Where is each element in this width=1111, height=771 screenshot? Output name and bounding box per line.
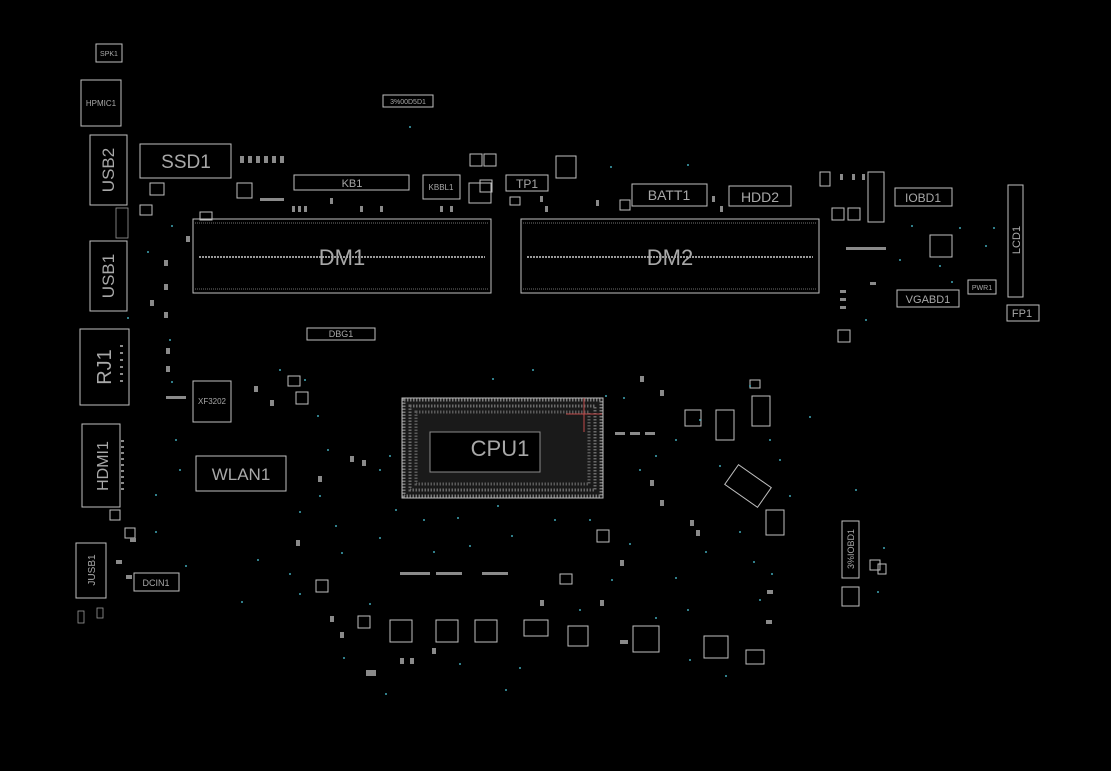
cpu1-processor[interactable]: CPU1 xyxy=(401,397,604,499)
xf3202-label: XF3202 xyxy=(198,397,227,406)
iobd1-alt-connector[interactable]: 3%IOBD1 xyxy=(841,520,860,607)
top-connector-label: 3%00D5D1 xyxy=(390,99,426,106)
dm2-memory-slot[interactable]: DM2 xyxy=(520,218,820,294)
usb2-connector[interactable]: USB2 xyxy=(89,134,129,239)
dm1-memory-slot[interactable]: DM1 xyxy=(192,218,492,294)
dm1-label: DM1 xyxy=(319,245,365,270)
batt1-connector[interactable]: BATT1 xyxy=(631,183,708,207)
ssd1-label: SSD1 xyxy=(161,152,211,173)
dbg1-label: DBG1 xyxy=(329,329,354,339)
usb2-label: USB2 xyxy=(99,148,118,192)
jusb1-connector[interactable]: JUSB1 xyxy=(75,542,107,624)
usb1-connector[interactable]: USB1 xyxy=(89,240,128,312)
hpmic1-label: HPMIC1 xyxy=(86,99,117,108)
dm2-label: DM2 xyxy=(647,245,693,270)
spk1-connector[interactable]: SPK1 xyxy=(95,43,123,63)
iobd1-connector[interactable]: IOBD1 xyxy=(894,187,953,207)
vgabd1-label: VGABD1 xyxy=(906,294,951,306)
hdmi1-connector[interactable]: HDMI1 xyxy=(81,423,124,508)
cpu1-label: CPU1 xyxy=(471,436,530,461)
iobd1-label: IOBD1 xyxy=(905,191,941,205)
rj1-connector[interactable]: RJ1 xyxy=(79,328,130,406)
dcin1-connector[interactable]: DCIN1 xyxy=(133,572,180,592)
pwr1-button[interactable]: PWR1 xyxy=(967,279,997,295)
usb1-label: USB1 xyxy=(99,254,118,298)
lcd1-connector[interactable]: LCD1 xyxy=(1007,184,1024,298)
iobd1-alt-label: 3%IOBD1 xyxy=(846,529,856,569)
vias xyxy=(127,126,995,695)
jusb1-label: JUSB1 xyxy=(87,554,98,586)
tp1-connector[interactable]: TP1 xyxy=(505,174,549,192)
hdd2-label: HDD2 xyxy=(741,189,779,205)
xf3202-chip[interactable]: XF3202 xyxy=(192,380,232,423)
dcin1-label: DCIN1 xyxy=(142,578,169,588)
vgabd1-connector[interactable]: VGABD1 xyxy=(896,289,960,308)
kb1-label: KB1 xyxy=(342,178,363,190)
pwr1-label: PWR1 xyxy=(972,285,992,292)
hdd2-connector[interactable]: HDD2 xyxy=(728,185,792,207)
tp1-label: TP1 xyxy=(516,177,538,191)
kb1-connector[interactable]: KB1 xyxy=(293,174,410,191)
wlan1-label: WLAN1 xyxy=(212,465,271,484)
small-components xyxy=(109,153,953,676)
spk1-label: SPK1 xyxy=(100,51,118,58)
dbg1-connector[interactable]: DBG1 xyxy=(306,327,376,341)
batt1-label: BATT1 xyxy=(648,187,691,203)
wlan1-connector[interactable]: WLAN1 xyxy=(195,455,287,492)
ssd1-connector[interactable]: SSD1 xyxy=(139,143,232,179)
hpmic1-connector[interactable]: HPMIC1 xyxy=(80,79,122,127)
kbbl1-connector[interactable]: KBBL1 xyxy=(422,174,461,200)
hdmi1-label: HDMI1 xyxy=(95,441,112,491)
fp1-connector[interactable]: FP1 xyxy=(1006,304,1040,322)
kbbl1-label: KBBL1 xyxy=(429,183,454,192)
top-connector-small[interactable]: 3%00D5D1 xyxy=(382,94,434,108)
rj1-label: RJ1 xyxy=(94,349,116,385)
fp1-label: FP1 xyxy=(1012,308,1032,320)
lcd1-label: LCD1 xyxy=(1011,226,1023,254)
